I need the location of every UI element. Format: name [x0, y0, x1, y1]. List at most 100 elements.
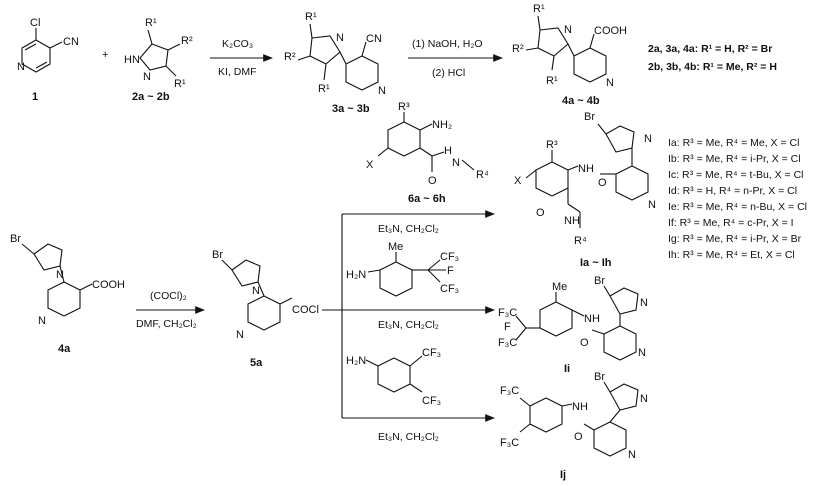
atom-nh2: NH₂	[432, 119, 452, 131]
label-compound-6: 6a ~ 6h	[408, 193, 446, 205]
atom-r4: R⁴	[476, 169, 489, 181]
atom-n-pyridine: N	[606, 77, 614, 89]
atom-r2: R²	[512, 43, 524, 55]
label-compound-1: 1	[32, 91, 38, 103]
label-compound-Ij: Ij	[560, 469, 566, 481]
atom-r1-bottom: R¹	[174, 78, 186, 90]
atom-n: N	[336, 32, 344, 44]
atom-h2n: H₂N	[346, 355, 366, 367]
atom-o: O	[574, 431, 583, 443]
atom-nh: NH	[584, 313, 600, 325]
atom-br: Br	[10, 233, 21, 245]
legend-product-Ih: Ih: R³ = Me, R⁴ = Et, X = Cl	[668, 249, 795, 261]
legend-product-Ia: Ia: R³ = Me, R⁴ = Me, X = Cl	[668, 137, 799, 149]
atom-br: Br	[594, 371, 605, 383]
atom-r1-bottom: R¹	[546, 75, 558, 87]
plus-sign: +	[102, 49, 108, 61]
atom-n-pyridine: N	[638, 347, 646, 359]
atom-r1-top: R¹	[145, 17, 157, 29]
atom-x: X	[366, 159, 374, 171]
atom-cocl: COCl	[292, 304, 319, 316]
atom-f3c-top: F₃C	[498, 307, 517, 319]
product-Ia-Ih: Br R³ X NH O O NH R⁴ N N Ia ~ Ih	[514, 111, 656, 269]
cond-step3-top: (COCl)₂	[150, 290, 187, 302]
reagent-6: R³ NH₂ X H N R⁴ O 6a ~ 6h	[366, 101, 489, 205]
atom-f3c-top: F₃C	[500, 385, 519, 397]
cond-step3-bottom: DMF, CH₂Cl₂	[136, 318, 197, 330]
atom-o: O	[428, 175, 437, 187]
atom-n: N	[56, 269, 64, 281]
atom-f: F	[504, 321, 511, 333]
atom-o-amide: O	[536, 207, 545, 219]
atom-r2: R²	[181, 35, 193, 47]
legend-product-Ic: Ic: R³ = Me, R⁴ = t-Bu, X = Cl	[668, 169, 804, 181]
atom-n-pyrazole: N	[640, 297, 648, 309]
atom-x: X	[514, 175, 522, 187]
atom-me: Me	[388, 241, 403, 253]
atom-n: N	[452, 157, 460, 169]
legend-product-Id: Id: R³ = H, R⁴ = n-Pr, X = Cl	[668, 185, 797, 197]
product-Ij: F₃C F₃C NH O Br N N Ij	[500, 371, 648, 481]
cond-branch-a: Et₃N, CH₂Cl₂	[378, 223, 439, 235]
label-compound-5a: 5a	[250, 357, 263, 369]
atom-r1-top: R¹	[533, 3, 545, 15]
cond-branch-b: Et₃N, CH₂Cl₂	[378, 319, 439, 331]
reagent-aniline-bis-cf3: H₂N CF₃ CF₃	[346, 347, 441, 407]
atom-n: N	[17, 61, 25, 73]
legend-product-Ib: Ib: R³ = Me, R⁴ = i-Pr, X = Cl	[668, 153, 801, 165]
atom-hn: HN	[124, 54, 140, 66]
atom-n-pyridine: N	[236, 329, 244, 341]
atom-r1-top: R¹	[305, 11, 317, 23]
atom-cf3-top: CF₃	[440, 251, 459, 263]
cond-step2-bottom: (2) HCl	[432, 67, 465, 79]
atom-cooh: COOH	[594, 25, 627, 37]
compound-2: R¹ R² R¹ HN N 2a ~ 2b	[124, 17, 193, 103]
atom-h: H	[444, 145, 452, 157]
atom-f3c-bottom: F₃C	[498, 337, 517, 349]
label-compound-3: 3a ~ 3b	[332, 103, 370, 115]
atom-n-pyrazole: N	[640, 393, 648, 405]
legend-line-2: 2b, 3b, 4b: R¹ = Me, R² = H	[648, 61, 777, 73]
cond-step2-top: (1) NaOH, H₂O	[412, 38, 483, 50]
atom-r2: R²	[284, 51, 296, 63]
atom-n: N	[252, 285, 260, 297]
atom-cf3-bottom: CF₃	[422, 395, 441, 407]
legend-product-Ie: Ie: R³ = Me, R⁴ = n-Bu, X = Cl	[668, 201, 807, 213]
atom-r3: R³	[398, 101, 410, 113]
atom-cl: Cl	[30, 17, 40, 29]
atom-h2n: H₂N	[346, 269, 366, 281]
atom-n-pyridine: N	[648, 199, 656, 211]
atom-cooh: COOH	[92, 279, 125, 291]
compound-1: Cl CN N 1	[17, 17, 79, 103]
atom-f3c-bottom: F₃C	[500, 437, 519, 449]
legend-line-1: 2a, 3a, 4a: R¹ = H, R² = Br	[648, 43, 772, 55]
cond-step1-top: K₂CO₃	[222, 38, 253, 50]
atom-n: N	[564, 24, 572, 36]
atom-o: O	[598, 177, 607, 189]
product-Ii: Me F₃C F F₃C NH O Br N N Ii	[498, 275, 648, 375]
atom-n-pyridine: N	[628, 449, 636, 461]
label-compound-4a: 4a	[58, 343, 71, 355]
cond-step1-bottom: KI, DMF	[218, 66, 257, 78]
cond-branch-c: Et₃N, CH₂Cl₂	[378, 431, 439, 443]
legend-products: Ia: R³ = Me, R⁴ = Me, X = Cl Ib: R³ = Me…	[668, 137, 807, 261]
atom-n-pyridine: N	[378, 85, 386, 97]
atom-br: Br	[594, 275, 605, 287]
label-compound-Ii: Ii	[564, 363, 570, 375]
label-compound-4: 4a ~ 4b	[562, 95, 600, 107]
compound-4: R¹ R² R¹ N COOH N 4a ~ 4b	[512, 3, 627, 107]
atom-r1-bottom: R¹	[318, 83, 330, 95]
compound-3: R¹ R² R¹ N CN N 3a ~ 3b	[284, 11, 386, 115]
atom-f: F	[447, 265, 454, 277]
atom-cn: CN	[63, 36, 79, 48]
compound-5a: Br N COCl N 5a	[212, 249, 319, 369]
atom-nh: NH	[578, 163, 594, 175]
atom-n-pyrazole: N	[644, 133, 652, 145]
atom-n-pyridine: N	[38, 315, 46, 327]
atom-br: Br	[212, 249, 223, 261]
atom-cf3-bottom: CF₃	[440, 283, 459, 295]
atom-nh: NH	[572, 401, 588, 413]
atom-n: N	[143, 71, 151, 83]
reagent-aniline-hfip: Me H₂N CF₃ F CF₃	[346, 241, 459, 297]
